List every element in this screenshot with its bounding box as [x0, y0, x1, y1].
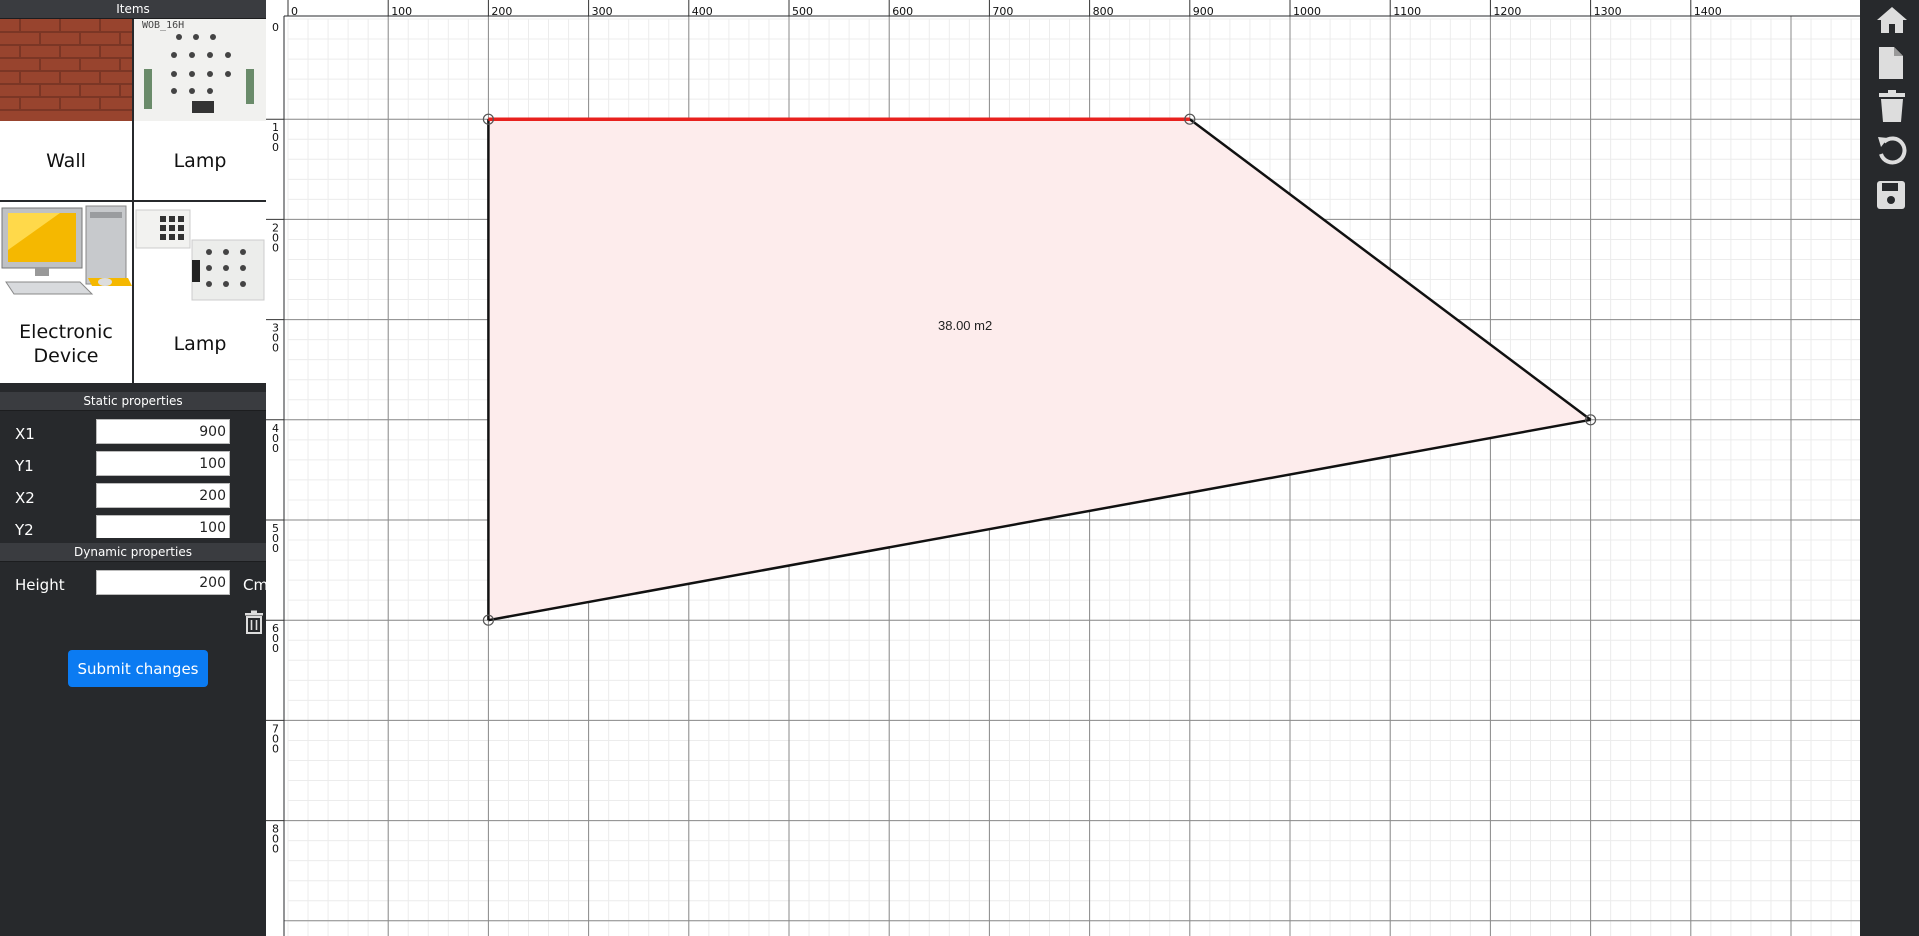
- prop-label: X1: [15, 425, 35, 443]
- prop-height: Height Cm: [0, 568, 269, 600]
- x-tick-label: 1100: [1393, 5, 1421, 18]
- item-label: Lamp: [173, 149, 227, 172]
- y2-field[interactable]: [96, 515, 230, 538]
- y-tick-label: 0: [272, 21, 279, 34]
- home-icon[interactable]: [1876, 5, 1907, 35]
- new-file-icon[interactable]: [1879, 47, 1909, 79]
- item-wall[interactable]: Wall: [0, 19, 132, 200]
- x-tick-label: 400: [692, 5, 713, 18]
- save-icon[interactable]: [1876, 180, 1906, 210]
- items-header: Items: [0, 0, 266, 19]
- wall-line: [488, 418, 1591, 622]
- dynamic-properties-header: Dynamic properties: [0, 543, 266, 562]
- items-grid: Wall WOB_16H Lamp: [0, 19, 266, 385]
- item-label: Wall: [46, 149, 86, 172]
- height-field[interactable]: [96, 570, 230, 595]
- x-tick-label: 300: [592, 5, 613, 18]
- x-tick-label: 200: [491, 5, 512, 18]
- prop-x2: X2: [0, 481, 266, 513]
- corner-handle[interactable]: [1584, 414, 1597, 426]
- corner-handle[interactable]: [482, 614, 494, 626]
- prop-label: Y1: [15, 457, 34, 475]
- computer-image: [0, 202, 132, 304]
- led-board-image: WOB_16H: [134, 19, 266, 121]
- prop-label: Height: [15, 576, 65, 594]
- left-ruler: [266, 0, 284, 936]
- wall-line: [1189, 118, 1592, 421]
- x-tick-label: 100: [391, 5, 412, 18]
- item-label: Lamp: [173, 332, 227, 355]
- prop-y2: Y2: [0, 513, 266, 538]
- prop-y1: Y1: [0, 449, 266, 481]
- x-tick-label: 1000: [1293, 5, 1321, 18]
- prop-label: X2: [15, 489, 35, 507]
- x-tick-label: 500: [792, 5, 813, 18]
- x-tick-label: 1200: [1493, 5, 1521, 18]
- item-label: Electronic Device: [19, 320, 113, 367]
- static-properties-header: Static properties: [0, 392, 266, 411]
- top-ruler: [266, 0, 1860, 16]
- item-lamp[interactable]: Lamp: [134, 202, 266, 383]
- corner-handle[interactable]: [1184, 113, 1196, 125]
- y1-field[interactable]: [96, 451, 230, 476]
- x-tick-label: 1300: [1594, 5, 1622, 18]
- dynamic-properties: Height Cm: [0, 568, 269, 600]
- left-panel: Items: [0, 0, 269, 936]
- corner-handle[interactable]: [482, 113, 494, 125]
- x-tick-label: 0: [291, 5, 298, 18]
- prop-x1: X1: [0, 417, 266, 449]
- x2-field[interactable]: [96, 483, 230, 508]
- x-tick-label: 600: [892, 5, 913, 18]
- right-toolbar: [1860, 0, 1919, 936]
- unit-label: Cm: [243, 576, 269, 594]
- brick-wall-image: [0, 19, 132, 121]
- trash-icon[interactable]: [244, 610, 264, 634]
- svg-text:WOB_16H: WOB_16H: [142, 20, 184, 31]
- x-tick-label: 800: [1093, 5, 1114, 18]
- item-electronic-device[interactable]: Electronic Device: [0, 202, 132, 383]
- prop-label: Y2: [15, 521, 34, 538]
- item-lamp[interactable]: WOB_16H Lamp: [134, 19, 266, 200]
- undo-icon[interactable]: [1876, 134, 1907, 165]
- area-label: 38.00 m2: [938, 318, 992, 333]
- submit-changes-button[interactable]: Submit changes: [68, 650, 208, 687]
- room-area: [488, 119, 1591, 621]
- x-tick-label: 900: [1193, 5, 1214, 18]
- static-properties: X1 Y1 X2 Y2: [0, 417, 266, 538]
- trash-icon[interactable]: [1878, 90, 1908, 122]
- x-tick-label: 1400: [1694, 5, 1722, 18]
- x1-field[interactable]: [96, 419, 230, 444]
- x-tick-label: 700: [992, 5, 1013, 18]
- led-board-image: [134, 202, 266, 304]
